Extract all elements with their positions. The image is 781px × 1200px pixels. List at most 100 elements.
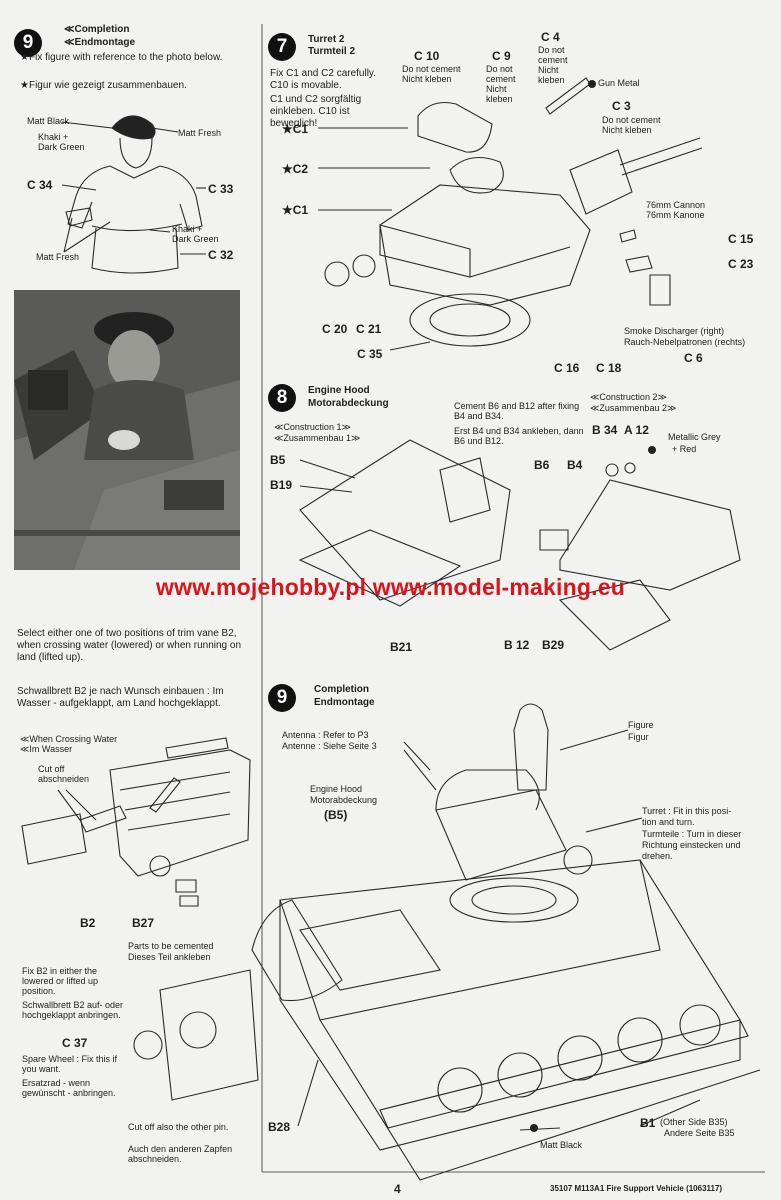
- metallic-grey: Metallic Grey: [668, 432, 721, 442]
- gun-metal-dot: [588, 80, 596, 88]
- part-c21: C 21: [356, 322, 382, 336]
- step9-small-title-en: ≪Completion: [64, 24, 130, 35]
- hood-2: Motorabdeckung: [310, 795, 378, 805]
- turret-de-2: Richtung einstecken und: [642, 840, 741, 850]
- trim-vane-text-en: Select either one of two positions of tr…: [17, 628, 242, 663]
- turret-en-1: Turret : Fit in this posi-: [642, 806, 732, 816]
- label-dark-green-1: Dark Green: [38, 142, 85, 152]
- part-b1: B1: [640, 1116, 656, 1130]
- c4-nc-2: cement: [538, 55, 568, 65]
- smoke-en: Smoke Discharger (right): [624, 326, 725, 336]
- reference-photo-shapes: [14, 290, 240, 570]
- hood-1: Engine Hood: [310, 784, 363, 794]
- part-c18: C 18: [596, 361, 622, 375]
- step-badge-8: 8: [268, 384, 296, 412]
- part-c3: C 3: [612, 99, 631, 113]
- matt-black-dot: [530, 1124, 538, 1132]
- c10-nc-de: Nicht kleben: [402, 74, 452, 84]
- step9-large-title-en: Completion: [314, 684, 369, 695]
- trim-vane-text-de: Schwallbrett B2 je nach Wunsch einbauen …: [17, 686, 224, 709]
- trim-vane-sub-en: ≪When Crossing Water: [20, 734, 118, 744]
- footer-product: 35107 M113A1 Fire Support Vehicle (10631…: [550, 1184, 723, 1193]
- fix-b2-de: Schwallbrett B2 auf- oder hochgeklappt a…: [22, 1000, 124, 1020]
- step8-title-de: Motorabdeckung: [308, 398, 389, 409]
- part-c32: C 32: [208, 248, 234, 262]
- trim-vane-sub-de: ≪Im Wasser: [20, 744, 73, 754]
- step8-title-en: Engine Hood: [308, 385, 370, 396]
- cemented-de: Dieses Teil ankleben: [128, 952, 211, 962]
- part-b27: B27: [132, 916, 155, 930]
- step8-ref1-de: ≪Zusammenbau 1≫: [274, 433, 361, 443]
- part-c4: C 4: [541, 30, 560, 44]
- label-dark-green-2: Dark Green: [172, 234, 219, 244]
- c4-nc-4: kleben: [538, 75, 565, 85]
- step-badge-9-small: 9: [14, 29, 42, 57]
- part-c20: C 20: [322, 322, 348, 336]
- part-b29: B29: [542, 638, 565, 652]
- step7-title-de: Turmteil 2: [308, 46, 356, 57]
- hood-part: (B5): [324, 808, 348, 822]
- smoke-de: Rauch-Nebelpatronen (rechts): [624, 337, 746, 347]
- step8-note-de: Erst B4 und B34 ankleben, dann B6 und B1…: [454, 426, 584, 446]
- gun-metal-label: Gun Metal: [598, 78, 640, 88]
- step-badge-7: 7: [268, 33, 296, 61]
- c3-nc-en: Do not cement: [602, 115, 661, 125]
- part-c34: C 34: [27, 178, 53, 192]
- step9-small-note-en: ★Fix figure with reference to the photo …: [20, 52, 223, 63]
- label-matt-black: Matt Black: [27, 116, 70, 126]
- c9-nc-2: cement: [486, 74, 516, 84]
- step8-ref2-en: ≪Construction 2≫: [590, 392, 667, 402]
- c9-nc-3: Nicht: [486, 84, 507, 94]
- trim-vane-cut-off-de: abschneiden: [38, 774, 90, 784]
- metallic-red: + Red: [672, 444, 697, 454]
- part-c2: ★C2: [282, 162, 309, 176]
- part-b12: B 12: [504, 638, 530, 652]
- turret-de-1: Turmteile : Turn in dieser: [642, 829, 742, 839]
- spare-de: Ersatzrad - wenn gewünscht - anbringen.: [22, 1078, 116, 1098]
- c4-nc-1: Do not: [538, 45, 565, 55]
- part-b21: B21: [390, 640, 413, 654]
- b1-other: (Other Side B35): [660, 1117, 728, 1127]
- part-b2: B2: [80, 916, 96, 930]
- c3-nc-de: Nicht kleben: [602, 125, 652, 135]
- trim-vane-cut-off: Cut off: [38, 764, 65, 774]
- antenna-en: Antenna : Refer to P3: [282, 730, 369, 740]
- part-c35: C 35: [357, 347, 383, 361]
- matt-black-hull: Matt Black: [540, 1140, 583, 1150]
- cannon-de: 76mm Kanone: [646, 210, 705, 220]
- step7-note-de: C1 und C2 sorgfältig einkleben. C10 ist …: [270, 94, 362, 129]
- step8-ref1-en: ≪Construction 1≫: [274, 422, 351, 432]
- metallic-dot: [648, 446, 656, 454]
- c4-nc-3: Nicht: [538, 65, 559, 75]
- c9-nc-4: kleben: [486, 94, 513, 104]
- part-a12: A 12: [624, 423, 649, 437]
- part-c10: C 10: [414, 49, 440, 63]
- watermark: www.mojehobby.pl www.model-making.eu: [156, 574, 625, 600]
- step9-small-title-de: ≪Endmontage: [64, 37, 136, 48]
- turret-en-2: tion and turn.: [642, 817, 695, 827]
- cannon-en: 76mm Cannon: [646, 200, 706, 210]
- part-b4: B4: [567, 458, 583, 472]
- part-c1-b: ★C1: [282, 203, 309, 217]
- part-c33: C 33: [208, 182, 234, 196]
- b1-de: Andere Seite B35: [664, 1128, 735, 1138]
- cut-en: Cut off also the other pin.: [128, 1122, 229, 1132]
- spare-en: Spare Wheel : Fix this if you want.: [22, 1054, 118, 1074]
- cut-de: Auch den anderen Zapfen abschneiden.: [128, 1144, 233, 1164]
- step-badge-9-large: 9: [268, 684, 296, 712]
- part-c23: C 23: [728, 257, 754, 271]
- cemented-en: Parts to be cemented: [128, 941, 214, 951]
- turret-de-3: drehen.: [642, 851, 673, 861]
- step7-title-en: Turret 2: [308, 34, 345, 45]
- part-b34: B 34: [592, 423, 618, 437]
- figure-de: Figur: [628, 732, 649, 742]
- part-c37: C 37: [62, 1036, 88, 1050]
- part-b6: B6: [534, 458, 550, 472]
- part-c1-a: ★C1: [282, 122, 309, 136]
- figure-en: Figure: [628, 720, 654, 730]
- reference-photo: [14, 290, 240, 570]
- part-c16: C 16: [554, 361, 580, 375]
- label-khaki-2: Khaki +: [172, 224, 203, 234]
